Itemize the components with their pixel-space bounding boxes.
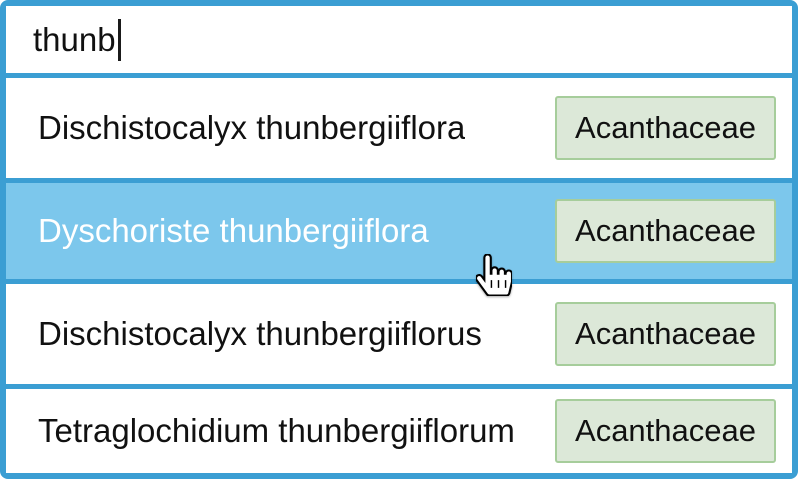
family-badge: Acanthaceae [555,399,776,463]
species-name: Dyschoriste thunbergiiflora [38,212,429,249]
family-badge: Acanthaceae [555,302,776,366]
species-name: Tetraglochidium thunbergiiflorum [38,412,515,449]
suggestion-row-highlighted[interactable]: Dyschoriste thunbergiiflora Acanthaceae [6,183,792,279]
search-input-value: thunb [33,20,116,58]
suggestion-row[interactable]: Tetraglochidium thunbergiiflorum Acantha… [6,389,792,473]
text-caret [117,18,121,61]
suggestion-row[interactable]: Dischistocalyx thunbergiiflorus Acanthac… [6,284,792,384]
species-name: Dischistocalyx thunbergiiflorus [38,315,482,352]
species-name: Dischistocalyx thunbergiiflora [38,109,466,146]
family-badge: Acanthaceae [555,199,776,263]
family-badge: Acanthaceae [555,96,776,160]
suggestion-row[interactable]: Dischistocalyx thunbergiiflora Acanthace… [6,78,792,178]
search-input[interactable]: thunb [6,6,792,73]
